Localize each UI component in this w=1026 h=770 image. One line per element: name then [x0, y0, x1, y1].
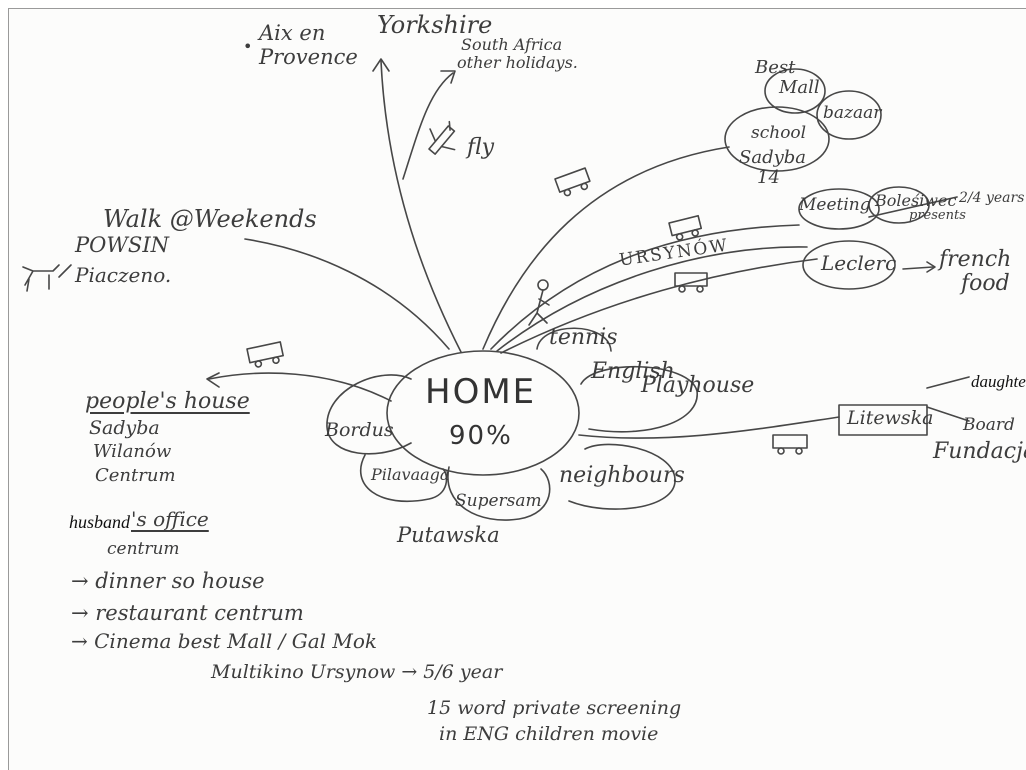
- car-doodle-litewska: [772, 434, 808, 455]
- plane-doodle: [428, 120, 456, 155]
- best-mall-label-2: Mall: [779, 77, 820, 98]
- branch-people: [208, 372, 392, 402]
- supersam-label: Supersam: [455, 491, 542, 511]
- litewska-label: Litewska: [847, 407, 934, 429]
- mind-map-drawing: [22, 58, 970, 521]
- branch-leclerc-food: [902, 266, 934, 270]
- pilavaaga-label: Pilavaaga: [371, 465, 450, 484]
- peoples-house-item: Wilanów: [93, 441, 172, 462]
- yorkshire-label: Yorkshire: [377, 11, 493, 39]
- best-mall-label-1: Best: [755, 57, 796, 78]
- walker-doodle: [528, 279, 550, 326]
- peoples-house-item: Sadyba: [89, 417, 160, 439]
- branch-meeting: [490, 224, 800, 350]
- car-doodle-people: [246, 341, 284, 368]
- powsin-label: POWSIN: [75, 233, 169, 257]
- petal-pilavaaga: [359, 454, 448, 503]
- best-mall-oval: [764, 68, 826, 114]
- board-label: Board: [963, 415, 1015, 435]
- branch-leclerc: [500, 258, 818, 354]
- office-sub: centrum: [107, 539, 180, 559]
- petal-neighbours: [568, 443, 676, 510]
- age-label: 14: [757, 167, 780, 188]
- school-label: school: [751, 123, 807, 143]
- sketch-sheet: • Aix en Provence Yorkshire South Africa…: [8, 8, 1026, 770]
- home-circle: [386, 350, 580, 476]
- playhouse-label-2: Playhouse: [641, 373, 755, 398]
- years-label: 2/4 years: [959, 190, 1025, 206]
- dog-doodle: [22, 264, 60, 292]
- branch-school: [482, 146, 730, 350]
- presents-label: presents: [909, 208, 966, 223]
- office-word-hand: 's office: [131, 507, 209, 531]
- car-doodle-school: [554, 167, 591, 197]
- holidays-label-2: other holidays.: [457, 53, 578, 72]
- walk-title: Walk @Weekends: [103, 205, 317, 233]
- putawska-label: Putawska: [397, 523, 500, 547]
- car-doodle-leclerc: [674, 272, 708, 293]
- french-food-label-2: food: [961, 271, 1010, 296]
- office-line: → restaurant centrum: [71, 601, 304, 625]
- daughter-label: daughter: [971, 372, 1026, 391]
- tennis-label: tennis: [549, 325, 618, 350]
- home-percent: 90%: [449, 421, 513, 451]
- bazaar-label: bazaar: [823, 103, 882, 123]
- office-word-typed: husband: [69, 512, 131, 532]
- aix-label-1: Aix en: [259, 21, 326, 45]
- branch-top: [380, 60, 462, 353]
- boleswiec-oval: [868, 186, 930, 224]
- meeting-oval: [798, 188, 880, 230]
- boleswiec-label: Boleśiwec: [875, 191, 957, 210]
- peoples-house-item: Centrum: [95, 465, 176, 486]
- litewska-box: [838, 404, 928, 436]
- leclerc-oval: [802, 240, 896, 290]
- petal-bordus: [326, 374, 412, 455]
- branch-litewska: [578, 416, 840, 439]
- leclerc-label: Leclerc: [821, 251, 897, 275]
- bazaar-oval: [816, 90, 882, 140]
- fundacja-label: Fundacja: [933, 439, 1026, 464]
- office-line: → dinner so house: [71, 569, 265, 593]
- home-title: HOME: [425, 372, 537, 412]
- screening-line-2: in ENG children movie: [439, 723, 659, 745]
- school-oval: [724, 106, 830, 172]
- branch-ursynow: [496, 246, 808, 352]
- branch-holidays: [402, 72, 454, 180]
- office-line: → Cinema best Mall / Gal Mok: [71, 629, 378, 653]
- petal-tennis: [536, 327, 612, 352]
- sadyba-label: Sadyba: [739, 147, 807, 168]
- holidays-label-1: South Africa: [461, 35, 563, 54]
- aix-label-2: Provence: [259, 45, 358, 69]
- fly-label: fly: [467, 135, 495, 160]
- screening-line-1: 15 word private screening: [427, 697, 682, 719]
- meeting-label: Meeting: [799, 195, 871, 215]
- playhouse-label-1: English: [591, 359, 675, 384]
- branch-walk: [244, 238, 450, 350]
- car-doodle-meeting: [668, 214, 703, 241]
- petal-playhouse: [580, 365, 698, 433]
- peoples-house-title: people's house: [85, 389, 250, 414]
- bordus-label: Bordus: [325, 419, 394, 441]
- neighbours-label: neighbours: [559, 463, 685, 488]
- piaczeno-label: Piaczeno.: [75, 263, 172, 287]
- petal-supersam: [447, 466, 551, 521]
- multikino-line: Multikino Ursynow → 5/6 year: [211, 661, 503, 683]
- french-food-label-1: french: [939, 247, 1012, 272]
